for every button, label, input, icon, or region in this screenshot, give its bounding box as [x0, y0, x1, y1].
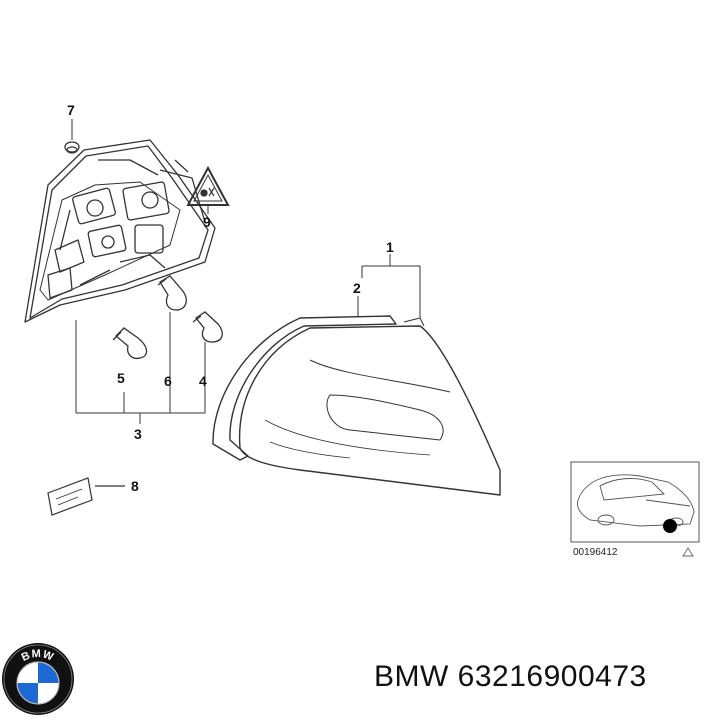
logo-lettering: BMW [20, 648, 55, 664]
callout-3: 3 [134, 426, 142, 442]
callout-5: 5 [117, 370, 125, 386]
callout-1: 1 [386, 239, 394, 255]
vehicle-thumbnail: 00196412 [570, 461, 700, 558]
bmw-logo: BMW [2, 643, 74, 715]
svg-text:BMW: BMW [20, 648, 56, 664]
bulb-carrier-drawing [24, 139, 216, 323]
callout-2: 2 [353, 280, 361, 296]
reference-code: 00196412 [573, 547, 618, 558]
callout-9: 9 [203, 214, 211, 230]
caption-brand: BMW [374, 660, 449, 693]
triangle-mark-icon [682, 547, 694, 557]
bulb-drawing-5 [112, 327, 148, 360]
bulb-drawing-6 [157, 275, 187, 311]
label-sticker-drawing [47, 477, 125, 516]
bulb-drawing-4 [192, 311, 223, 343]
callout-8: 8 [131, 478, 139, 494]
callout-7: 7 [67, 102, 75, 118]
callout-4: 4 [199, 373, 207, 389]
callout-6: 6 [164, 373, 172, 389]
leader-lines-1-2 [357, 254, 421, 318]
caption-part-number: 63216900473 [457, 660, 647, 693]
part-caption: BMW 63216900473 [374, 660, 647, 694]
position-marker-icon [663, 519, 677, 533]
tail-light-drawing [212, 315, 501, 496]
grommet-drawing [64, 119, 80, 154]
leader-lines-3 [75, 205, 209, 424]
